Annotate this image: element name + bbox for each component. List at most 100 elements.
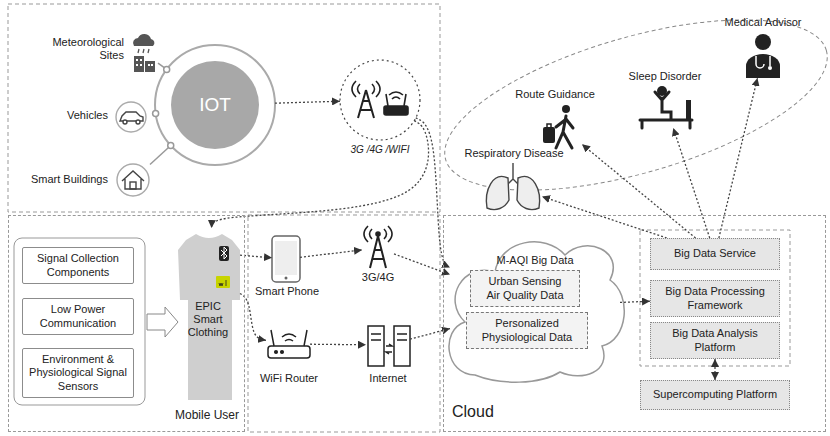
sleep-icon — [640, 92, 692, 128]
weather-icon — [136, 64, 138, 66]
router-icon — [275, 351, 278, 354]
vehicle-icon — [120, 112, 143, 121]
vehicle-icon — [136, 120, 140, 124]
mobile-user-region: Signal Collection ComponentsLow Power Co… — [8, 215, 245, 432]
link-line — [150, 145, 171, 164]
data-flow-arrow — [394, 254, 450, 275]
service-box: Big Data Analysis Platform — [650, 322, 780, 359]
network-region — [248, 215, 440, 432]
data-flow-arrow — [673, 128, 709, 238]
phone-icon — [272, 236, 300, 282]
data-box: Personalized Physiological Data — [466, 312, 588, 349]
sleep-icon — [686, 100, 691, 120]
weather-icon — [138, 49, 149, 53]
weather-icon — [148, 64, 150, 66]
component-box-label: Signal Collection Components — [27, 252, 129, 278]
data-flow-arrow — [416, 118, 450, 268]
cloud-region-label: Cloud — [452, 402, 542, 421]
doctor-icon — [768, 66, 772, 70]
weather-icon — [136, 59, 138, 61]
application: Respiratory Disease — [458, 147, 570, 213]
server-icon — [371, 334, 407, 354]
server-icon — [394, 326, 410, 366]
internet-server: Internet — [360, 322, 416, 392]
application-label: Sleep Disorder — [620, 70, 710, 83]
router-icon — [268, 346, 310, 358]
cloud-region: Urban Sensing Air Quality DataPersonaliz… — [443, 215, 826, 432]
data-box-label: Urban Sensing Air Quality Data — [483, 275, 567, 301]
service-box: Big Data Processing Framework — [650, 280, 780, 317]
link-dot — [153, 111, 159, 117]
cell-tower-label: 3G/4G — [350, 271, 406, 284]
data-flow-arrow — [620, 301, 650, 302]
data-flow-arrow — [719, 78, 758, 238]
iot-source-label: Vehicles — [60, 109, 108, 122]
network-gateway: 3G /4G /WIFI — [330, 60, 430, 160]
weather-icon — [140, 59, 142, 61]
shirt-illustration — [219, 280, 226, 286]
lungs-icon — [486, 163, 539, 210]
phone-icon — [272, 236, 300, 282]
iot-source-label: Meteorological Sites — [38, 36, 124, 62]
internet-server-label: Internet — [360, 372, 416, 385]
component-box: Environment & Physiological Signal Senso… — [22, 348, 134, 398]
weather-icon — [133, 34, 155, 72]
device-label: Smart Phone — [252, 285, 322, 298]
cloud-shape — [449, 242, 624, 382]
service-box-label: Big Data Service — [674, 247, 756, 260]
shirt-illustration — [216, 276, 230, 288]
network-gateway-label: 3G /4G /WIFI — [330, 144, 430, 156]
building-icon — [117, 164, 149, 196]
service-box: Big Data Service — [650, 238, 780, 270]
device: Smart Phone — [252, 236, 322, 301]
application-label: Medical Advisor — [715, 16, 811, 29]
iot-region — [8, 4, 440, 212]
data-box-label: Personalized Physiological Data — [477, 317, 577, 343]
walker-icon — [547, 124, 551, 127]
weather-icon — [133, 34, 154, 46]
building-icon — [122, 171, 144, 189]
big-data-group — [640, 230, 790, 366]
building-icon — [117, 164, 149, 196]
iot-source-label: Smart Buildings — [24, 173, 108, 186]
phone-icon — [285, 277, 288, 280]
router-icon — [268, 330, 310, 358]
application: Sleep Disorder — [620, 70, 710, 130]
shirt-illustration — [221, 247, 227, 259]
server-icon — [368, 326, 410, 366]
walker-icon — [543, 127, 555, 143]
weather-icon — [134, 56, 144, 72]
vehicle-icon — [116, 102, 146, 132]
application-label: Respiratory Disease — [458, 147, 570, 160]
iot-hub-label: IOT — [199, 94, 231, 117]
data-flow-arrow — [240, 293, 266, 340]
vehicle-icon — [123, 120, 127, 124]
gateway-icon — [386, 92, 406, 106]
platform-box-label: Supercomputing Platform — [653, 388, 777, 401]
service-box-label: Big Data Analysis Platform — [655, 327, 775, 353]
gateway-icon — [340, 60, 420, 140]
data-flow-arrow — [714, 359, 715, 380]
walker-icon — [543, 105, 573, 148]
gateway-icon — [384, 106, 408, 115]
iot-source: Meteorological Sites — [38, 30, 158, 76]
data-flow-arrow — [275, 101, 340, 103]
shirt-illustration — [219, 246, 229, 261]
smart-clothing: EPIC Smart Clothing — [176, 228, 240, 400]
doctor-icon — [746, 54, 780, 78]
shirt-illustration — [178, 234, 240, 400]
smart-clothing-label: EPIC Smart Clothing — [184, 300, 232, 340]
cloud-store: Urban Sensing Air Quality DataPersonaliz… — [450, 236, 620, 376]
router-icon — [271, 330, 307, 346]
hollow-arrow — [147, 307, 178, 337]
weather-icon — [145, 61, 155, 72]
sleep-icon — [640, 86, 692, 128]
gateway-icon — [352, 81, 380, 97]
lungs-icon — [517, 177, 540, 210]
doctor-icon — [755, 34, 771, 50]
application: Medical Advisor — [715, 16, 811, 80]
data-flow-arrow — [410, 329, 450, 340]
data-flow-arrow — [582, 144, 696, 238]
data-flow-arrow — [542, 197, 667, 238]
